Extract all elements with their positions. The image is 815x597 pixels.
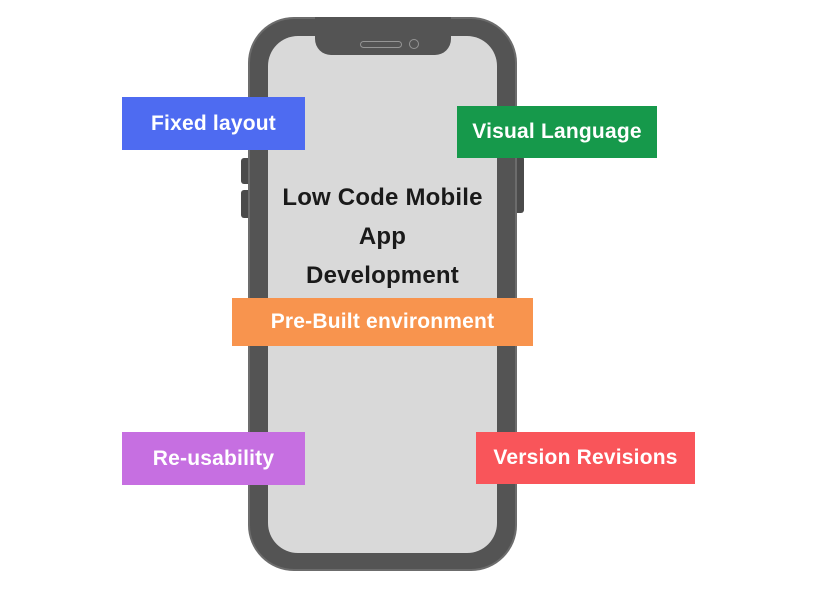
label-version-revisions: Version Revisions bbox=[476, 432, 695, 484]
label-re-usability: Re-usability bbox=[122, 432, 305, 485]
phone-notch bbox=[315, 17, 451, 55]
speaker-icon bbox=[360, 41, 402, 48]
title-line-2: App bbox=[358, 223, 407, 250]
diagram-title: Low Code Mobile App Development bbox=[268, 178, 497, 295]
volume-up-button bbox=[241, 158, 251, 184]
volume-down-button bbox=[241, 190, 251, 218]
title-line-1: Low Code Mobile bbox=[282, 184, 483, 211]
label-pre-built-environment: Pre-Built environment bbox=[232, 298, 533, 346]
power-button bbox=[514, 156, 524, 213]
title-line-3: Development bbox=[306, 262, 459, 289]
camera-icon bbox=[409, 39, 419, 49]
label-fixed-layout: Fixed layout bbox=[122, 97, 305, 150]
label-visual-language: Visual Language bbox=[457, 106, 657, 158]
